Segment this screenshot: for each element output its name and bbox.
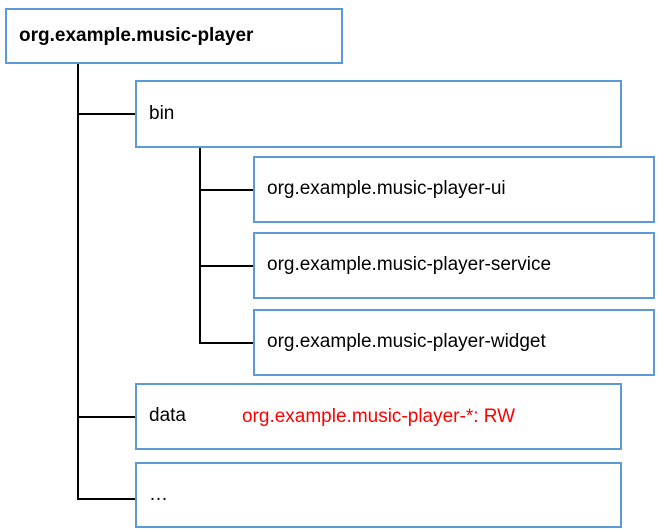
node-root[interactable]: org.example.music-player — [5, 8, 343, 64]
node-music-player-widget-label: org.example.music-player-widget — [267, 331, 546, 353]
node-music-player-ui[interactable]: org.example.music-player-ui — [253, 156, 655, 223]
node-music-player-service-label: org.example.music-player-service — [267, 254, 552, 276]
connector-bin-to-ui — [199, 189, 255, 191]
connector-root-to-bin — [77, 113, 135, 115]
node-bin[interactable]: bin — [135, 80, 622, 148]
connector-trunk-bin — [199, 148, 201, 344]
node-data-permission-note: org.example.music-player-*: RW — [241, 405, 516, 427]
connector-root-to-data — [77, 416, 135, 418]
connector-bin-to-service — [199, 265, 255, 267]
node-music-player-ui-label: org.example.music-player-ui — [267, 178, 506, 200]
node-music-player-widget[interactable]: org.example.music-player-widget — [253, 309, 655, 376]
node-data[interactable]: data org.example.music-player-*: RW — [135, 383, 622, 450]
node-more[interactable]: … — [135, 462, 622, 528]
connector-trunk-main — [77, 64, 79, 500]
node-data-label: data — [149, 405, 186, 427]
connector-bin-to-widget — [199, 342, 255, 344]
connector-root-to-more — [77, 498, 135, 500]
node-more-label: … — [149, 483, 169, 505]
node-root-label: org.example.music-player — [19, 24, 254, 46]
node-bin-label: bin — [149, 102, 175, 124]
node-music-player-service[interactable]: org.example.music-player-service — [253, 232, 655, 299]
